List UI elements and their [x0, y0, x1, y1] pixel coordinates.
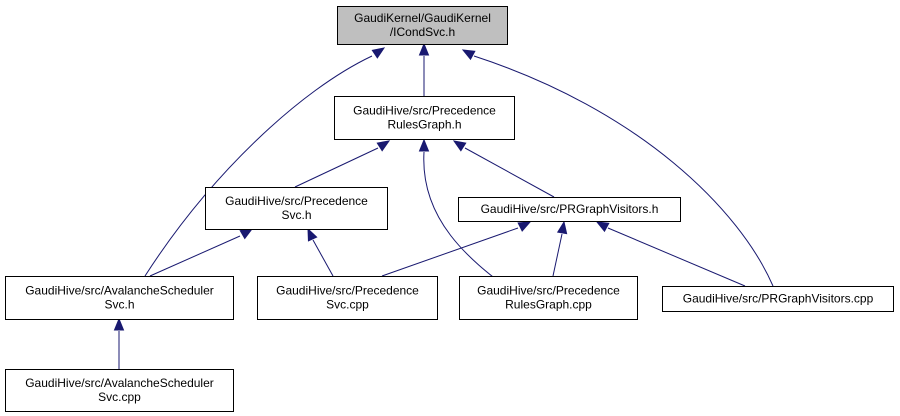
edge-line — [473, 55, 774, 287]
node-box — [5, 369, 234, 412]
arrow-head — [239, 228, 254, 240]
node-box — [337, 6, 508, 45]
node-box — [662, 286, 894, 312]
node-label-line: GaudiHive/src/Precedence — [276, 284, 419, 298]
node-label-line: Svc.cpp — [326, 298, 369, 312]
node-visitors-h[interactable]: GaudiHive/src/PRGraphVisitors.h — [458, 197, 681, 222]
node-label-line: GaudiKernel/GaudiKernel — [354, 11, 491, 25]
edge-visitors_h-to-prgraph_h — [452, 140, 555, 198]
edge-line — [381, 227, 519, 277]
node-icondsvc: GaudiKernel/GaudiKernel/ICondSvc.h — [337, 6, 508, 45]
edge-avalanche_cpp-to-avalanche_h — [113, 317, 125, 369]
node-box — [5, 276, 234, 320]
node-label-line: GaudiHive/src/Precedence — [225, 194, 368, 208]
node-label-line: RulesGraph.cpp — [505, 298, 592, 312]
node-label-line: GaudiHive/src/PRGraphVisitors.h — [481, 202, 659, 216]
arrow-head — [595, 221, 610, 233]
node-visitors-cpp[interactable]: GaudiHive/src/PRGraphVisitors.cpp — [662, 286, 894, 312]
node-label-line: GaudiHive/src/AvalancheScheduler — [25, 284, 214, 298]
node-label-line: GaudiHive/src/PRGraphVisitors.cpp — [683, 292, 874, 306]
edge-prgraph_h-to-icondsvc — [418, 42, 430, 96]
node-label-line: Svc.h — [104, 298, 134, 312]
node-label-line: GaudiHive/src/Precedence — [477, 284, 620, 298]
edge-line — [149, 235, 241, 277]
edge-line — [294, 147, 379, 188]
arrow-head — [517, 221, 532, 232]
nodes: GaudiKernel/GaudiKernel/ICondSvc.hGaudiH… — [5, 6, 894, 412]
edge-precsvc_h-to-prgraph_h — [294, 140, 391, 188]
node-label-line: /ICondSvc.h — [390, 25, 455, 39]
arrow-head — [452, 140, 467, 152]
node-box — [334, 96, 515, 140]
arrow-head — [113, 317, 125, 331]
edges — [113, 42, 774, 369]
arrow-head — [371, 47, 386, 59]
edge-line — [144, 55, 373, 277]
arrow-head — [461, 49, 476, 61]
edge-prgraph_cpp-to-visitors_h — [552, 220, 568, 277]
edge-avalanche_h-to-precsvc_h — [149, 228, 254, 277]
node-box — [459, 276, 638, 320]
edge-line — [312, 239, 334, 277]
edge-line — [607, 227, 746, 287]
edge-avalanche_h-to-icondsvc — [144, 47, 386, 277]
arrow-head — [376, 140, 391, 152]
edge-precsvc_cpp-to-precsvc_h — [307, 227, 334, 277]
arrow-head — [418, 138, 430, 152]
node-box — [205, 187, 388, 230]
arrow-head — [556, 220, 568, 235]
arrow-head — [418, 42, 430, 56]
edge-line — [552, 233, 563, 277]
node-label-line: Svc.cpp — [98, 390, 141, 404]
arrow-head — [307, 227, 318, 242]
edge-visitors_cpp-to-visitors_h — [595, 221, 746, 287]
edge-visitors_cpp-to-icondsvc — [461, 49, 774, 287]
edge-precsvc_cpp-to-visitors_h — [381, 221, 532, 277]
node-box — [257, 276, 438, 320]
node-label-line: GaudiHive/src/Precedence — [353, 104, 496, 118]
node-label-line: GaudiHive/src/AvalancheScheduler — [25, 376, 214, 390]
node-box — [458, 197, 681, 222]
edge-line — [464, 147, 555, 198]
node-label-line: Svc.h — [281, 208, 311, 222]
node-label-line: RulesGraph.h — [387, 118, 461, 132]
